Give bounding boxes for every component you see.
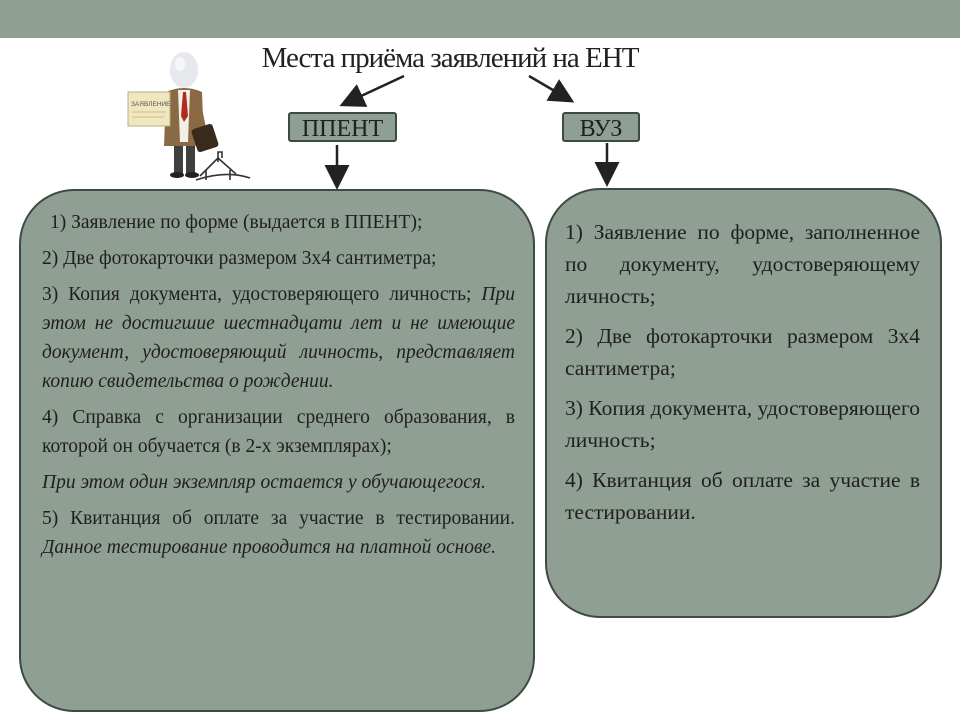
sign-text: ЗАЯВЛЕНИЕ (131, 101, 171, 108)
top-band (0, 0, 960, 38)
ppent-item: 1) Заявление по форме (выдается в ППЕНТ)… (50, 212, 423, 233)
vuz-item: 3) Копия документа, удостоверяющего личн… (565, 396, 920, 452)
arrow-to-vuz (528, 74, 575, 103)
ppent-item-note: При этом один экземпляр остается у обуча… (42, 472, 486, 493)
vuz-item: 4) Квитанция об оплате за участие в тест… (565, 468, 920, 524)
ppent-item: 5) Квитанция об оплате за участие в тест… (42, 508, 515, 558)
ppent-requirements-card: 1) Заявление по форме (выдается в ППЕНТ)… (19, 189, 535, 712)
arrow-to-ppent (339, 74, 405, 107)
page-title: Места приёма заявлений на ЕНТ (261, 42, 640, 74)
vuz-item: 1) Заявление по форме, заполненное по до… (565, 220, 920, 308)
ppent-item-note: При этом не достигшие шестнадцати лет и … (42, 284, 515, 392)
ppent-item-note: Данное тестирование проводится на платно… (42, 537, 497, 558)
ppent-item: 2) Две фотокарточки размером 3х4 сантиме… (42, 248, 437, 269)
ppent-item: 3) Копия документа, удостоверяющего личн… (42, 284, 515, 392)
ppent-item: При этом один экземпляр остается у обуча… (42, 468, 515, 497)
ppent-item: 4) Справка с организации среднего образо… (42, 407, 515, 457)
ppent-label: ППЕНТ (288, 112, 397, 142)
vuz-label: ВУЗ (562, 112, 640, 142)
vuz-item: 2) Две фотокарточки размером 3х4 сантиме… (565, 324, 920, 380)
vuz-requirements-card: 1) Заявление по форме, заполненное по до… (545, 188, 942, 618)
person-with-application-icon: ЗАЯВЛЕНИЕ (127, 52, 251, 181)
